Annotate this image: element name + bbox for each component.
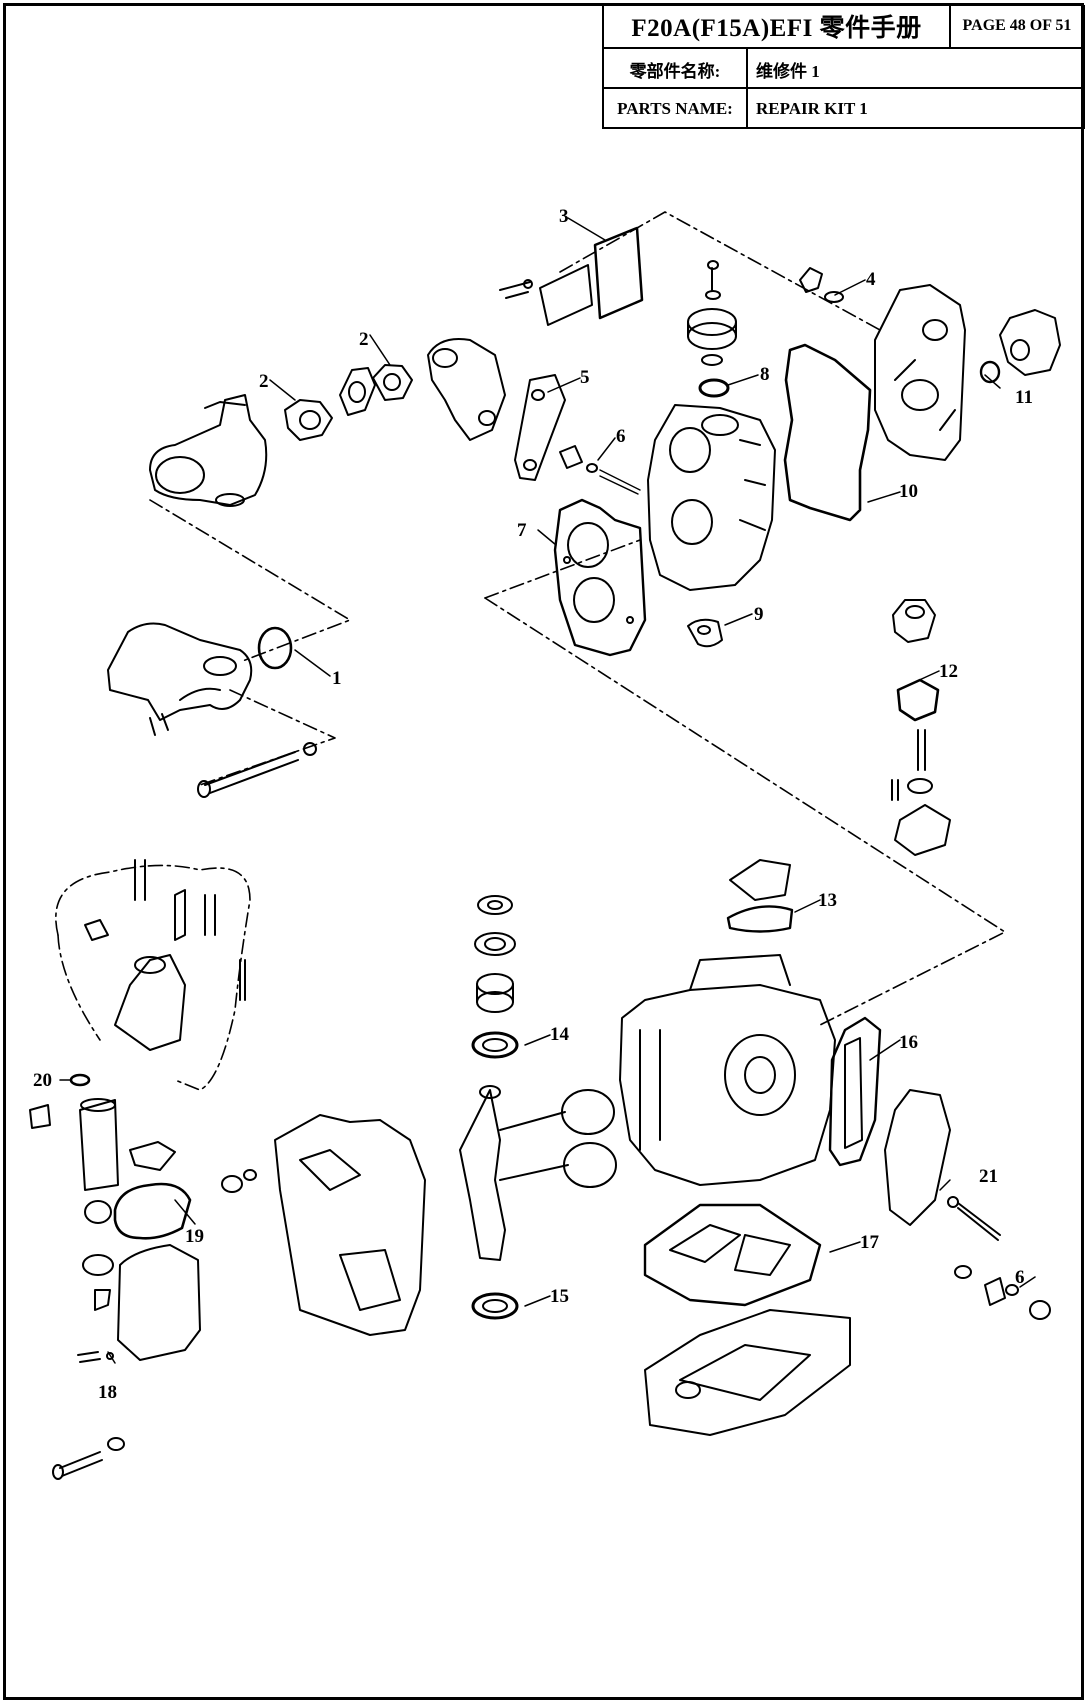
parts-name-cn-label: 零部件名称: bbox=[629, 61, 721, 81]
throttle-body-part bbox=[149, 394, 268, 507]
bolt-21-part bbox=[947, 1196, 1051, 1320]
float-bowl-gasket-part bbox=[113, 1141, 201, 1361]
callout-6b: 6 bbox=[1015, 1267, 1025, 1288]
callout-2a: 2 bbox=[259, 371, 269, 392]
callout-3: 3 bbox=[559, 206, 569, 227]
callout-2b: 2 bbox=[359, 329, 369, 350]
page-number: PAGE 48 OF 51 bbox=[949, 5, 1083, 47]
alignment-lines bbox=[55, 211, 1006, 1091]
head-gasket-part bbox=[553, 498, 647, 657]
parts-name-cn-value: 维修件 1 bbox=[746, 49, 1083, 89]
exhaust-guide-part bbox=[221, 1114, 426, 1336]
callout-21: 21 bbox=[979, 1166, 998, 1187]
callout-18: 18 bbox=[98, 1382, 117, 1403]
camshaft-pulley-part bbox=[687, 260, 737, 398]
parts-name-cn-row: 零部件名称: 维修件 1 bbox=[604, 47, 1083, 89]
callout-4: 4 bbox=[866, 269, 876, 290]
callout-14: 14 bbox=[550, 1024, 570, 1045]
head-cover-gasket-part bbox=[783, 343, 872, 522]
gasket-5-part bbox=[514, 374, 566, 481]
oil-cap-part bbox=[799, 267, 844, 303]
callout-6a: 6 bbox=[616, 426, 626, 447]
water-pump-part bbox=[891, 599, 951, 856]
callout-13: 13 bbox=[818, 890, 837, 911]
document-title: F20A(F15A)EFI 零件手册 bbox=[631, 15, 922, 42]
callout-labels: 1 2 2 3 4 5 6 7 8 9 10 11 12 13 14 15 16… bbox=[33, 206, 1033, 1403]
callout-8: 8 bbox=[760, 364, 770, 385]
drain-screw-part bbox=[52, 1351, 125, 1480]
adapter-part bbox=[339, 367, 376, 416]
callout-19: 19 bbox=[185, 1226, 204, 1247]
intake-manifold-part bbox=[427, 338, 506, 441]
parts-name-en-value: REPAIR KIT 1 bbox=[746, 89, 1083, 129]
callout-5: 5 bbox=[580, 367, 590, 388]
parts-name-en-row: PARTS NAME: REPAIR KIT 1 bbox=[604, 87, 1083, 129]
title-row: F20A(F15A)EFI 零件手册 PAGE 48 OF 51 bbox=[604, 5, 1083, 47]
callout-20: 20 bbox=[33, 1070, 52, 1091]
gasket-2b-part bbox=[372, 364, 413, 401]
gasket-2a-part bbox=[284, 399, 333, 441]
page-border bbox=[3, 3, 1084, 1700]
fuel-pump-part bbox=[979, 309, 1061, 384]
thermostat-gasket-part bbox=[726, 859, 794, 933]
clamp-9-part bbox=[687, 618, 723, 648]
title-block: F20A(F15A)EFI 零件手册 PAGE 48 OF 51 零部件名称: … bbox=[602, 5, 1085, 129]
parts-name-en-label: PARTS NAME: bbox=[617, 99, 733, 118]
callout-1: 1 bbox=[332, 668, 342, 689]
callout-7: 7 bbox=[517, 520, 527, 541]
exhaust-gasket-part bbox=[828, 1016, 951, 1226]
anode-part bbox=[559, 445, 641, 495]
oil-pan-gasket-part bbox=[643, 1203, 822, 1307]
vapor-separator-part bbox=[84, 859, 246, 1051]
lower-case-part bbox=[644, 1309, 851, 1436]
thermostat-cover-part bbox=[107, 622, 293, 736]
callout-17: 17 bbox=[860, 1232, 880, 1253]
callout-15: 15 bbox=[550, 1286, 569, 1307]
crankshaft-seals-part bbox=[471, 895, 519, 1320]
crankshaft-part bbox=[459, 1085, 617, 1261]
callout-9: 9 bbox=[754, 604, 764, 625]
cylinder-head-part bbox=[647, 404, 776, 591]
cylinder-block-part bbox=[619, 954, 836, 1186]
fuel-pump-assembly-part bbox=[29, 1073, 119, 1311]
callout-12: 12 bbox=[939, 661, 958, 682]
callout-11: 11 bbox=[1015, 387, 1033, 408]
head-cover-part bbox=[874, 284, 966, 461]
long-bolt-part bbox=[197, 742, 317, 798]
cover-plate-part bbox=[499, 226, 644, 326]
callout-10: 10 bbox=[899, 481, 918, 502]
callout-16: 16 bbox=[899, 1032, 918, 1053]
